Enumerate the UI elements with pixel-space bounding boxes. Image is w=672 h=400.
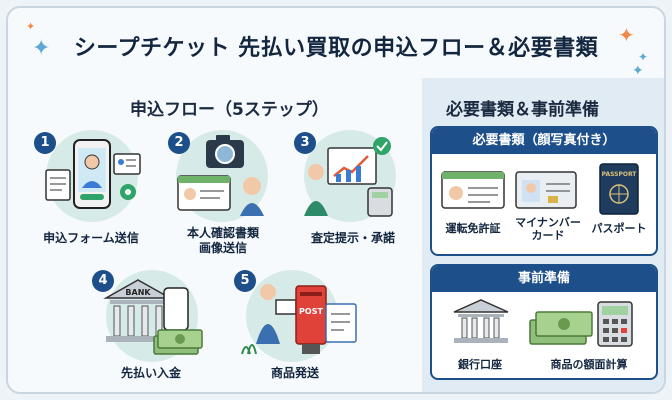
flow-heading: 申込フロー（5ステップ）	[130, 100, 329, 120]
cash-calculation-label: 商品の額面計算	[550, 358, 628, 371]
step-2-label: 本人確認書類 画像送信	[186, 226, 259, 255]
step-3-label: 査定提示・承諾	[310, 231, 395, 245]
step-1-label: 申込フォーム送信	[43, 231, 139, 245]
drivers-license-label: 運転免許証	[445, 222, 501, 235]
bank-money-icon: BANK	[103, 279, 203, 355]
step-3-number: 3	[294, 132, 316, 154]
appraisal-chart-icon	[304, 137, 393, 217]
camera-id-icon	[177, 135, 264, 216]
step-4-number: 4	[92, 270, 114, 292]
prepare-band: 事前準備	[432, 266, 656, 292]
required-docs-band: 必要書類（顔写真付き）	[432, 128, 656, 154]
infographic-card: ✦ ✦ ✦ ✦ ✦ シープチケット 先払い買取の申込フロー＆必要書類 申込フロー…	[6, 6, 666, 394]
docs-heading: 必要書類＆事前準備	[446, 100, 599, 120]
step-2-number: 2	[168, 132, 190, 154]
sparkle-icon: ✦	[632, 63, 644, 79]
passport-label: パスポート	[591, 222, 647, 235]
mynumber-card-label: マイナンバー カード	[515, 216, 581, 242]
passport-cover-text: PASSPORT	[602, 171, 638, 178]
step-5-label: 商品発送	[270, 366, 319, 380]
passport-icon: PASSPORT	[599, 163, 639, 215]
sparkle-icon: ✦	[26, 20, 36, 33]
post-sign: POST	[299, 307, 323, 316]
mailbox-icon: POST	[241, 284, 357, 355]
step-4-label: 先払い入金	[120, 366, 181, 380]
bank-sign: BANK	[125, 288, 151, 297]
bank-account-label: 銀行口座	[458, 358, 502, 371]
sparkle-icon: ✦	[32, 36, 51, 61]
drivers-license-icon	[441, 171, 505, 209]
bank-account-icon	[453, 299, 509, 343]
step-5-number: 5	[234, 270, 256, 292]
mynumber-card-icon	[515, 171, 577, 209]
smartphone-form-icon	[45, 139, 141, 209]
cash-calculator-icon	[529, 301, 633, 347]
page-title: シープチケット 先払い買取の申込フロー＆必要書類	[73, 36, 599, 61]
sparkle-icon: ✦	[618, 23, 635, 47]
sparkle-icon: ✦	[638, 50, 649, 64]
step-1-number: 1	[34, 132, 56, 154]
